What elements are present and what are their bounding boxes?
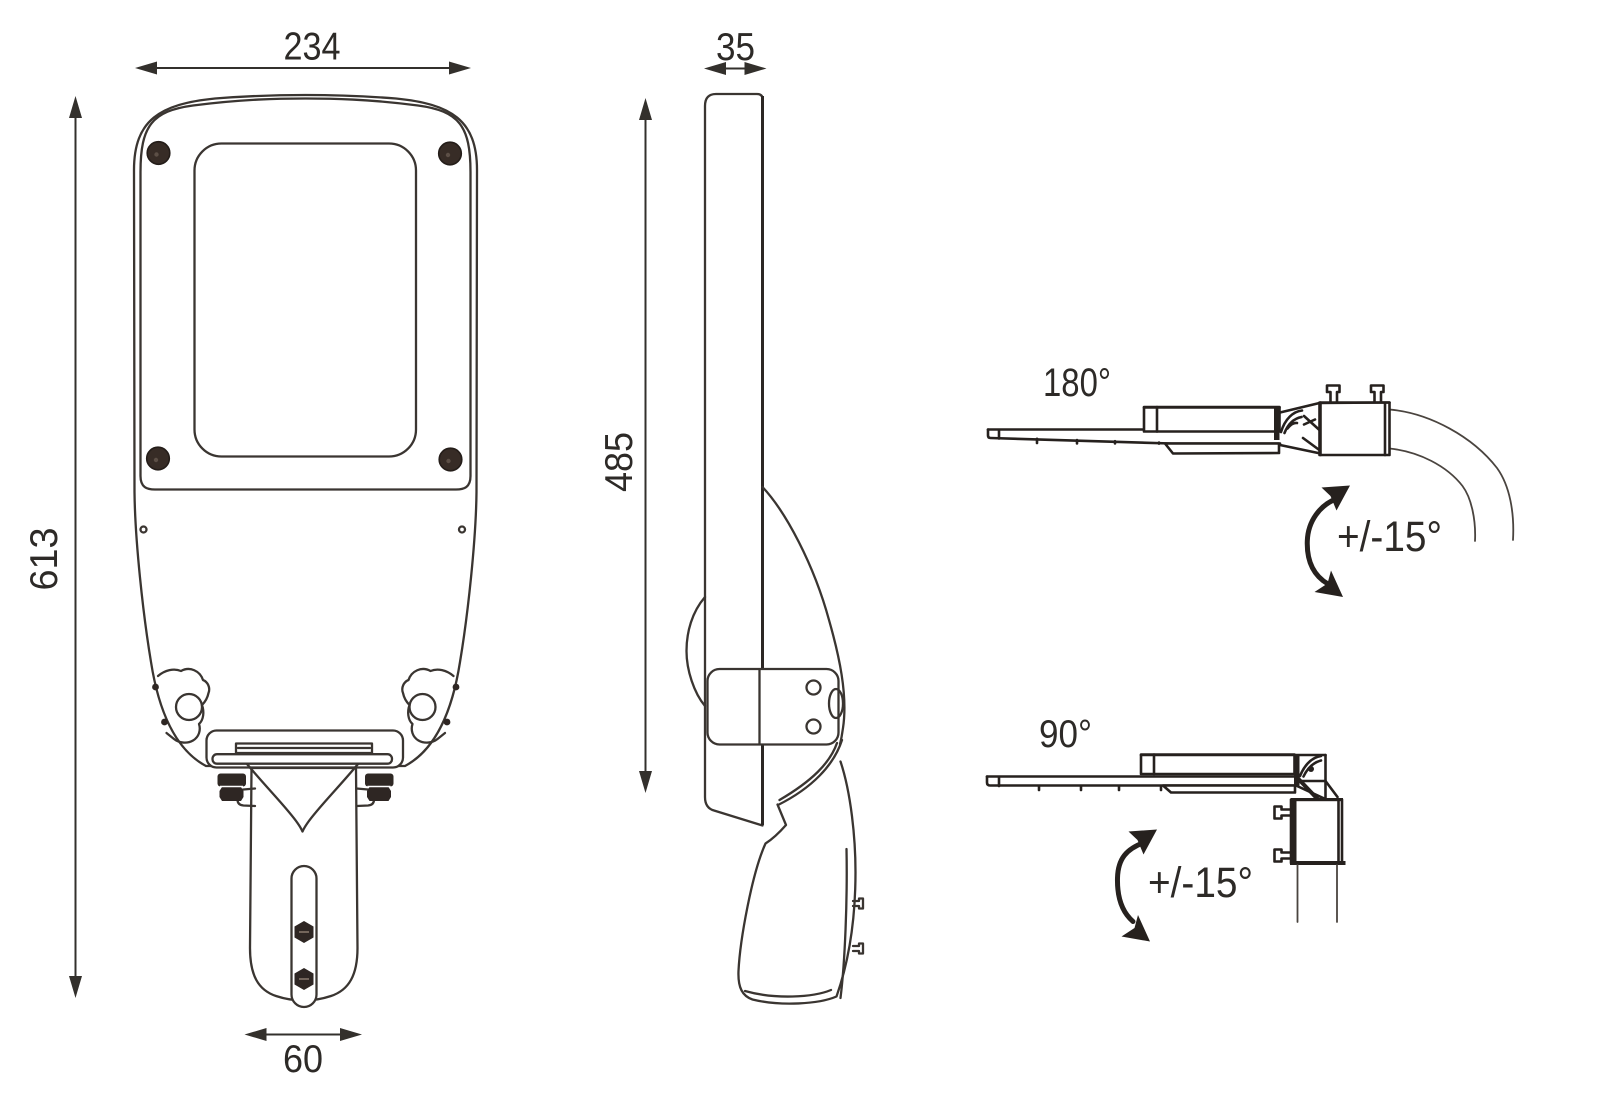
svg-text:234: 234 — [284, 26, 341, 69]
svg-text:35: 35 — [716, 26, 755, 69]
svg-text:485: 485 — [598, 432, 641, 492]
svg-text:60: 60 — [283, 1038, 323, 1081]
svg-text:90°: 90° — [1039, 713, 1092, 756]
svg-text:+/-15°: +/-15° — [1337, 513, 1442, 561]
svg-text:180°: 180° — [1043, 361, 1111, 405]
svg-text:613: 613 — [23, 528, 66, 591]
svg-text:+/-15°: +/-15° — [1148, 859, 1253, 907]
